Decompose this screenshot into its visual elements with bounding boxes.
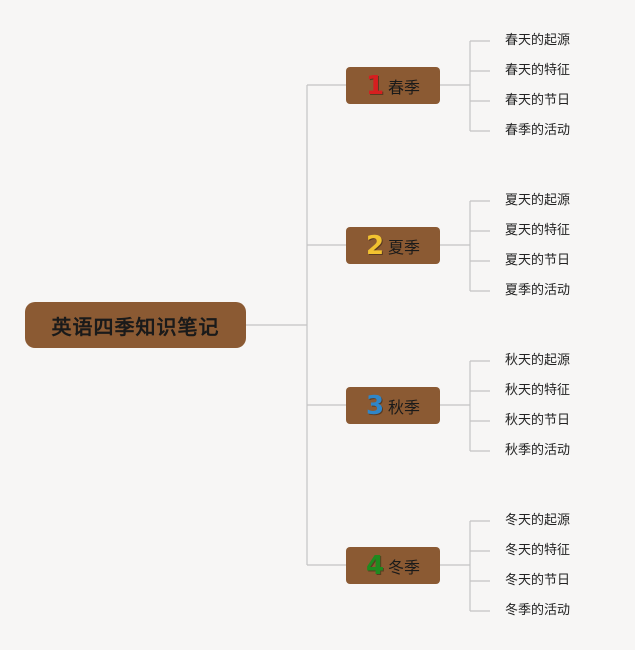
leaf-topic[interactable]: 秋季的活动 bbox=[505, 443, 571, 458]
leaf-topic[interactable]: 夏天的节日 bbox=[505, 253, 571, 268]
leaf-topic[interactable]: 夏季的活动 bbox=[505, 283, 571, 298]
season-node-summer[interactable]: 2 夏季 bbox=[346, 227, 440, 264]
season-label: 冬季 bbox=[388, 557, 421, 577]
number-4-icon: 4 bbox=[365, 550, 385, 581]
leaf-topic[interactable]: 春天的起源 bbox=[505, 33, 571, 48]
number-1-icon: 1 bbox=[365, 70, 385, 101]
leaf-topic[interactable]: 冬天的起源 bbox=[505, 513, 571, 528]
number-2-icon: 2 bbox=[365, 230, 385, 261]
leaf-topic[interactable]: 冬天的特征 bbox=[505, 543, 571, 558]
season-node-winter[interactable]: 4 冬季 bbox=[346, 547, 440, 584]
season-label: 夏季 bbox=[388, 237, 421, 257]
leaf-topic[interactable]: 夏天的特征 bbox=[505, 223, 571, 238]
leaf-topic[interactable]: 夏天的起源 bbox=[505, 193, 571, 208]
season-label: 春季 bbox=[388, 77, 421, 97]
leaf-topic[interactable]: 秋天的特征 bbox=[505, 383, 571, 398]
season-node-spring[interactable]: 1 春季 bbox=[346, 67, 440, 104]
leaf-topic[interactable]: 春季的活动 bbox=[505, 123, 571, 138]
leaf-topic[interactable]: 春天的特征 bbox=[505, 63, 571, 78]
leaf-topic[interactable]: 冬季的活动 bbox=[505, 603, 571, 618]
leaf-topic[interactable]: 冬天的节日 bbox=[505, 573, 571, 588]
leaf-topic[interactable]: 秋天的起源 bbox=[505, 353, 571, 368]
root-topic[interactable]: 英语四季知识笔记 bbox=[25, 302, 246, 348]
season-node-autumn[interactable]: 3 秋季 bbox=[346, 387, 440, 424]
root-title: 英语四季知识笔记 bbox=[51, 314, 220, 339]
number-3-icon: 3 bbox=[365, 390, 385, 421]
leaf-topic[interactable]: 春天的节日 bbox=[505, 93, 571, 108]
leaf-topic[interactable]: 秋天的节日 bbox=[505, 413, 571, 428]
season-label: 秋季 bbox=[388, 397, 421, 417]
